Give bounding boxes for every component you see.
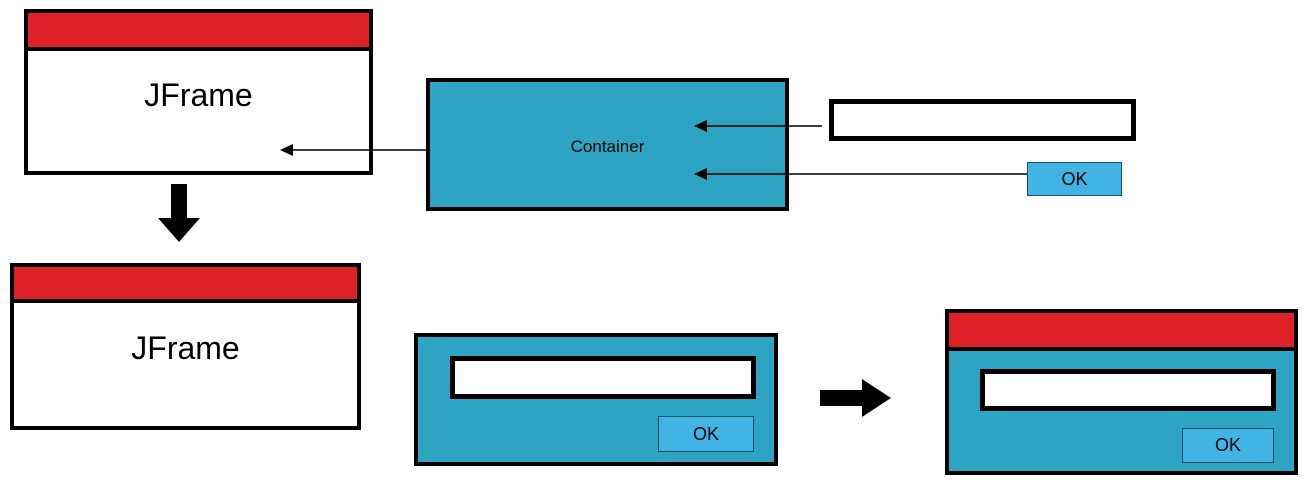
jframe-top-titlebar [28, 13, 369, 51]
arrow-right-icon [820, 379, 891, 417]
arrow-down-icon [158, 184, 200, 242]
jframe-top: JFrame [24, 9, 373, 175]
ok-button-top[interactable]: OK [1027, 162, 1122, 196]
container-panel: Container [426, 78, 789, 211]
jframe-bottom-label: JFrame [131, 330, 240, 366]
text-field-top[interactable] [829, 99, 1136, 141]
jframe-bottom: JFrame [10, 263, 361, 430]
jframe-bottom-titlebar [14, 267, 357, 303]
ok-button-middle[interactable]: OK [658, 416, 754, 452]
ok-button-combined[interactable]: OK [1182, 428, 1274, 463]
jframe-combined: OK [945, 309, 1298, 475]
jframe-combined-titlebar [949, 313, 1294, 351]
container-label: Container [570, 137, 645, 156]
jframe-top-label: JFrame [144, 77, 253, 113]
text-field-combined[interactable] [980, 369, 1276, 411]
container-with-components: OK [414, 333, 778, 466]
text-field-middle[interactable] [450, 356, 756, 399]
